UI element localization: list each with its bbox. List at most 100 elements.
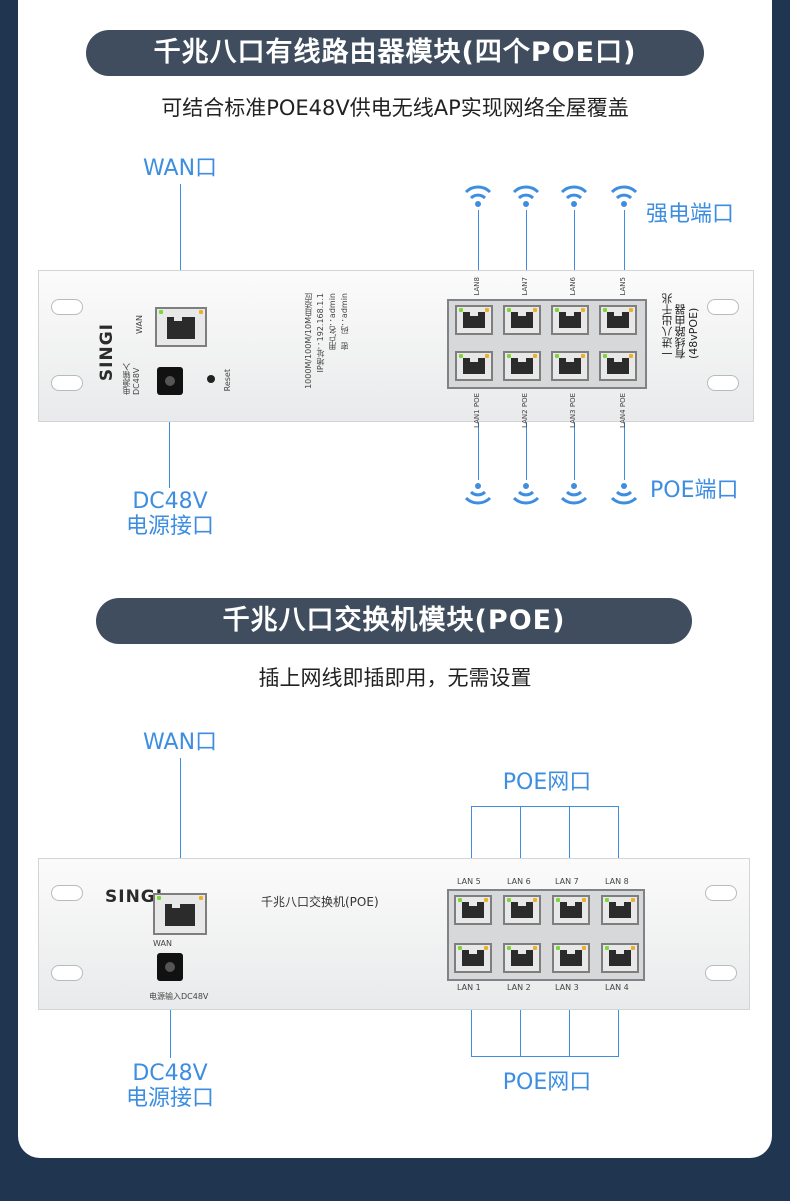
port-label-lan7: LAN7: [521, 277, 529, 296]
lan-port: [601, 943, 639, 973]
wan-leader-2: [180, 758, 181, 906]
wifi-icon: [610, 483, 638, 505]
section1-subtitle: 可结合标准POE48V供电无线AP实现网络全屋覆盖: [161, 96, 629, 120]
dc-callout-1-line1: DC48V: [132, 489, 208, 514]
poe-bottom-callout: POE网口: [502, 1070, 592, 1095]
port-label-lan6: LAN6: [569, 277, 577, 296]
wifi-icon: [512, 483, 540, 505]
strong-port-callout: 强电端口: [646, 202, 735, 227]
port-label-lan1: LAN1 POE: [473, 393, 481, 428]
dc-leader-2: [170, 978, 171, 1058]
port-label-lan1: LAN 1: [457, 983, 481, 992]
dc-power-jack: [157, 367, 183, 395]
poe-port-callout: POE端口: [650, 478, 739, 503]
poe-top-leader: [471, 806, 472, 906]
lan-port-block: [447, 299, 647, 389]
wifi-icon: [512, 185, 540, 207]
dc-callout-2-line1: DC48V: [132, 1061, 208, 1086]
port-label-lan3: LAN 3: [555, 983, 579, 992]
port-label-lan6: LAN 6: [507, 877, 531, 886]
mount-hole: [51, 375, 83, 391]
section1-title: 千兆八口有线路由器模块(四个POE口): [86, 30, 704, 76]
poe-leader: [478, 418, 479, 480]
wan-port: [155, 307, 207, 347]
lan-port: [552, 943, 590, 973]
section2-title: 千兆八口交换机模块(POE): [96, 598, 692, 644]
info-line: IP地址：192.168.1.1: [316, 293, 325, 373]
port-label-lan4: LAN4 POE: [619, 393, 627, 428]
wan-callout-2: WAN口: [142, 730, 218, 755]
port-label-lan8: LAN 8: [605, 877, 629, 886]
mount-hole: [705, 965, 737, 981]
router-side-label: 一进八出千兆 有线路由器 (48vPOE): [661, 293, 700, 359]
poe-leader: [624, 418, 625, 480]
mount-hole: [707, 299, 739, 315]
port-label-lan7: LAN 7: [555, 877, 579, 886]
poe-leader: [574, 418, 575, 480]
poe-top-callout: POE网口: [502, 770, 592, 795]
router-panel: SINGI WAN 电源输入 DC48V Reset 1000M/100M/10…: [38, 270, 754, 428]
lan-port: [454, 943, 492, 973]
lan-port: [503, 305, 541, 335]
mount-hole: [705, 885, 737, 901]
info-line: 1000M/100M/10M自适应: [304, 293, 313, 389]
wifi-icon: [560, 185, 588, 207]
wifi-icon: [560, 483, 588, 505]
reset-button[interactable]: [207, 375, 215, 383]
info-line: 密 码：admin: [340, 293, 349, 351]
model-label: 千兆八口交换机(POE): [261, 895, 379, 909]
dc-callout-1-line2: 电源接口: [125, 514, 214, 539]
wan-leader-1: [180, 184, 181, 312]
lan-port: [454, 895, 492, 925]
lan-port: [551, 305, 589, 335]
reset-label: Reset: [223, 369, 232, 392]
lan-port: [455, 305, 493, 335]
info-line: 用户名：admin: [328, 293, 337, 351]
wifi-icon: [610, 185, 638, 207]
mount-hole: [51, 885, 83, 901]
mount-hole: [51, 965, 83, 981]
wifi-icon: [464, 185, 492, 207]
port-label-lan8: LAN8: [473, 277, 481, 296]
port-label-lan5: LAN5: [619, 277, 627, 296]
lan-port: [551, 351, 589, 381]
mount-hole: [707, 375, 739, 391]
brand-logo: SINGI: [105, 887, 164, 907]
poe-top-leader: [569, 806, 570, 906]
lan-port: [599, 351, 637, 381]
power-label: 电源输入 DC48V: [122, 363, 141, 395]
poe-top-bracket: [471, 806, 619, 807]
lan-port: [455, 351, 493, 381]
port-label-lan3: LAN3 POE: [569, 393, 577, 428]
dc-callout-2-line2: 电源接口: [125, 1086, 214, 1111]
poe-bottom-bracket: [471, 1056, 619, 1057]
wan-label: WAN: [135, 315, 144, 334]
strong-leader: [574, 210, 575, 300]
port-label-lan4: LAN 4: [605, 983, 629, 992]
poe-leader: [526, 418, 527, 480]
port-label-lan2: LAN 2: [507, 983, 531, 992]
dc-power-jack: [157, 953, 183, 981]
power-label: 电源输入DC48V: [149, 992, 209, 1001]
brand-logo: SINGI: [97, 323, 117, 382]
wan-callout-1: WAN口: [142, 156, 218, 181]
strong-leader: [624, 210, 625, 300]
wan-label: WAN: [153, 939, 172, 948]
section2-subtitle: 插上网线即插即用，无需设置: [258, 666, 532, 690]
wan-port: [153, 893, 207, 935]
lan-port-block: [447, 889, 645, 981]
lan-port: [601, 895, 639, 925]
wifi-icon: [464, 483, 492, 505]
dc-leader-1: [169, 398, 170, 488]
mount-hole: [51, 299, 83, 315]
poe-top-leader: [618, 806, 619, 906]
port-label-lan5: LAN 5: [457, 877, 481, 886]
port-label-lan2: LAN2 POE: [521, 393, 529, 428]
strong-leader: [526, 210, 527, 300]
lan-port: [503, 351, 541, 381]
poe-top-leader: [520, 806, 521, 906]
lan-port: [552, 895, 590, 925]
strong-leader: [478, 210, 479, 300]
switch-panel: SINGI WAN 电源输入DC48V 千兆八口交换机(POE) LAN 5 L…: [38, 858, 750, 1010]
lan-port: [503, 895, 541, 925]
